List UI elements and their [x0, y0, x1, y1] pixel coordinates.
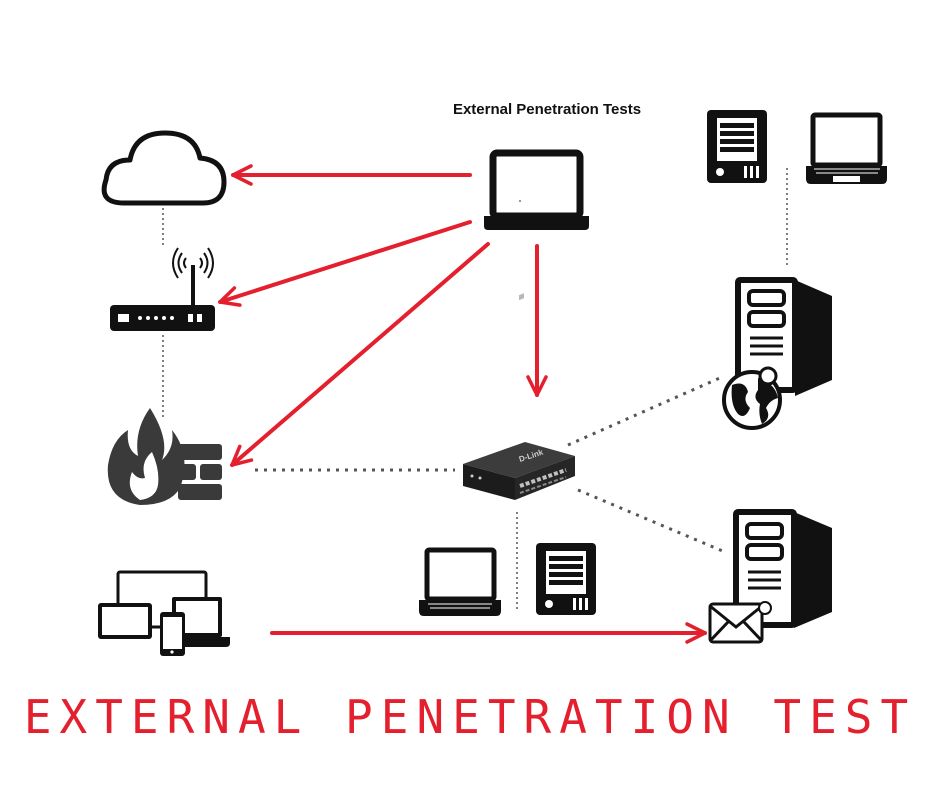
link-switch-mailserver	[577, 488, 726, 554]
link-switch-webserver	[567, 375, 723, 447]
devices-icon	[98, 570, 230, 656]
laptop-icon	[484, 149, 589, 230]
laptop-icon	[806, 112, 887, 184]
mail-server-icon	[733, 509, 832, 628]
arrow-to-router	[218, 220, 472, 307]
network-switch-icon: D-Link	[463, 293, 575, 500]
dotted-links	[162, 168, 788, 612]
arrow-to-firewall	[230, 242, 490, 467]
attacker-laptop-label: External Penetration Tests	[452, 101, 642, 118]
envelope-icon	[708, 601, 772, 644]
globe-icon	[722, 366, 782, 430]
page-title: EXTERNAL PENETRATION TEST	[23, 690, 917, 744]
cloud-icon	[101, 130, 227, 206]
laptop-icon	[419, 547, 501, 616]
wifi-router-icon	[110, 247, 215, 331]
attack-arrows	[218, 164, 707, 644]
server-icon	[536, 543, 596, 615]
firewall-icon	[107, 408, 222, 505]
server-icon	[707, 110, 767, 183]
